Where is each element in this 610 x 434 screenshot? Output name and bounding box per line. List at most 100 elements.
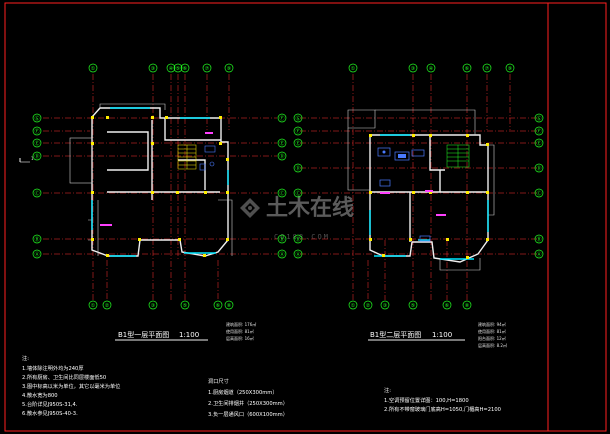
left-dim-ticks [100, 132, 213, 226]
svg-text:2.所有厨房、卫生间比同层楼面低50: 2.所有厨房、卫生间比同层楼面低50 [22, 373, 106, 381]
svg-text:Ⓒ: Ⓒ [34, 190, 39, 197]
axis-bubble-top: ⑨ [505, 63, 515, 73]
axis-bubble-right: Ⓑ [277, 234, 287, 244]
left-area-table: 建筑面积: 176㎡ 使用面积: 81㎡ 层高面积: 16㎡ [226, 321, 256, 341]
svg-text:③: ③ [151, 303, 155, 309]
svg-text:层高面积: 8.2㎡: 层高面积: 8.2㎡ [478, 342, 507, 348]
axis-bubble-bottom: ① [88, 300, 98, 310]
svg-text:⑦: ⑦ [205, 66, 210, 72]
svg-text:Ⓕ: Ⓕ [34, 128, 39, 135]
svg-text:4.散水宽为800: 4.散水宽为800 [22, 391, 58, 399]
svg-text:Ⓓ: Ⓓ [279, 153, 284, 160]
axis-bubble-bottom: ② [102, 300, 112, 310]
svg-text:③: ③ [151, 66, 155, 72]
left-section-marker: 1 [19, 156, 34, 163]
svg-text:Ⓐ: Ⓐ [536, 251, 541, 258]
svg-text:Ⓓ: Ⓓ [34, 153, 39, 160]
axis-bubble-left: Ⓒ [32, 188, 42, 198]
axis-bubble-top: ⑥ [462, 63, 472, 73]
right-dim-ticks [380, 190, 446, 216]
svg-text:洞口尺寸: 洞口尺寸 [208, 377, 229, 385]
watermark-text: 土木在线 [266, 195, 354, 221]
svg-text:④: ④ [169, 66, 174, 72]
axis-bubble-bottom: ⑧ [462, 300, 472, 310]
axis-bubble-left: Ⓐ [32, 249, 42, 259]
axis-bubble-bottom: ③ [148, 300, 158, 310]
axis-bubble-bottom: ② [363, 300, 373, 310]
svg-text:1.厨房烟道（250X300mm）: 1.厨房烟道（250X300mm） [208, 388, 278, 396]
right-balcony-roof [347, 109, 495, 271]
axis-bubble-left: Ⓑ [293, 234, 303, 244]
svg-text:1.空调预留位置详图：100,H=1800: 1.空调预留位置详图：100,H=1800 [384, 396, 469, 404]
svg-text:⑤: ⑤ [183, 303, 187, 309]
svg-text:③: ③ [411, 66, 415, 72]
svg-text:5.台阶详见J950S-31,4.: 5.台阶详见J950S-31,4. [22, 400, 78, 408]
axis-bubble-right: Ⓕ [534, 126, 544, 136]
svg-text:⑧: ⑧ [465, 303, 470, 309]
axis-bubble-top: ⑨ [224, 63, 234, 73]
axis-bubble-left: Ⓖ [32, 113, 42, 123]
axis-bubble-left: Ⓑ [32, 234, 42, 244]
svg-text:Ⓕ: Ⓕ [295, 128, 300, 135]
right-fixtures [377, 147, 431, 242]
axis-bubble-right: Ⓕ [277, 113, 287, 123]
axis-bubble-left: Ⓔ [293, 138, 303, 148]
svg-text:②: ② [105, 303, 110, 309]
svg-text:Ⓓ: Ⓓ [295, 165, 300, 172]
axis-bubble-top: ④ [166, 63, 176, 73]
svg-text:⑧: ⑧ [227, 303, 232, 309]
svg-text:Ⓖ: Ⓖ [295, 115, 300, 122]
axis-bubble-top: ⑦ [202, 63, 212, 73]
svg-text:6.散水参见J950S-40-3.: 6.散水参见J950S-40-3. [22, 409, 78, 417]
axis-bubble-right: Ⓓ [277, 151, 287, 161]
svg-text:2.所有不带窗玻璃门底高H=1050,门楣高H=2100: 2.所有不带窗玻璃门底高H=1050,门楣高H=2100 [384, 405, 501, 413]
left-stair [177, 144, 197, 170]
svg-text:建筑面积: 94㎡: 建筑面积: 94㎡ [478, 321, 506, 327]
svg-text:⑤: ⑤ [176, 66, 180, 72]
svg-text:Ⓔ: Ⓔ [536, 140, 541, 147]
svg-text:⑦: ⑦ [485, 66, 490, 72]
svg-text:层高面积: 16㎡: 层高面积: 16㎡ [226, 335, 254, 341]
notes-right: 注: 1.空调预留位置详图：100,H=1800 2.所有不带窗玻璃门底高H=1… [384, 386, 501, 413]
svg-text:⑥: ⑥ [216, 303, 221, 309]
svg-text:①: ① [91, 303, 96, 309]
svg-text:Ⓔ: Ⓔ [34, 140, 39, 147]
axis-bubble-left: Ⓕ [32, 126, 42, 136]
watermark: 土木在线 CO188.COM [240, 195, 354, 241]
svg-text:Ⓓ: Ⓓ [536, 165, 541, 172]
axis-bubble-left: Ⓐ [293, 249, 303, 259]
left-fixtures [199, 145, 216, 171]
left-axis-lines [43, 74, 277, 300]
svg-text:使用面积: 81㎡: 使用面积: 81㎡ [226, 328, 254, 334]
left-balcony [69, 103, 233, 256]
svg-text:建筑面积: 176㎡: 建筑面积: 176㎡ [226, 321, 256, 327]
svg-text:①: ① [91, 66, 96, 72]
svg-text:⑥: ⑥ [445, 303, 450, 309]
axis-bubble-top: ⑤ [173, 63, 183, 73]
svg-text:Ⓑ: Ⓑ [295, 236, 300, 243]
svg-text:Ⓔ: Ⓔ [279, 140, 284, 147]
left-walls [91, 107, 229, 257]
svg-text:Ⓑ: Ⓑ [34, 236, 39, 243]
svg-text:⑥: ⑥ [465, 66, 470, 72]
notes-middle: 洞口尺寸 1.厨房烟道（250X300mm） 2.卫生间排烟井（250X300m… [208, 377, 288, 418]
svg-text:Ⓔ: Ⓔ [295, 140, 300, 147]
axis-bubble-left: Ⓒ [293, 188, 303, 198]
axis-bubble-bottom: ⑥ [213, 300, 223, 310]
left-columns [91, 116, 229, 257]
right-area-table: 建筑面积: 94㎡ 使用面积: 81㎡ 阳台面积: 12㎡ 层高面积: 8.2㎡ [478, 321, 507, 348]
section-marker-label: 1 [31, 156, 34, 161]
axis-bubble-bottom: ③ [380, 300, 390, 310]
svg-text:Ⓕ: Ⓕ [536, 128, 541, 135]
right-walls [369, 134, 489, 263]
right-plan-scale: 1:100 [432, 331, 452, 339]
svg-text:1.墙体除注明外均为240厚: 1.墙体除注明外均为240厚 [22, 364, 84, 372]
svg-text:Ⓖ: Ⓖ [34, 115, 39, 122]
svg-text:使用面积: 81㎡: 使用面积: 81㎡ [478, 328, 506, 334]
axis-bubble-left: Ⓔ [32, 138, 42, 148]
axis-bubble-right: Ⓒ [534, 188, 544, 198]
svg-text:注:: 注: [22, 354, 29, 362]
